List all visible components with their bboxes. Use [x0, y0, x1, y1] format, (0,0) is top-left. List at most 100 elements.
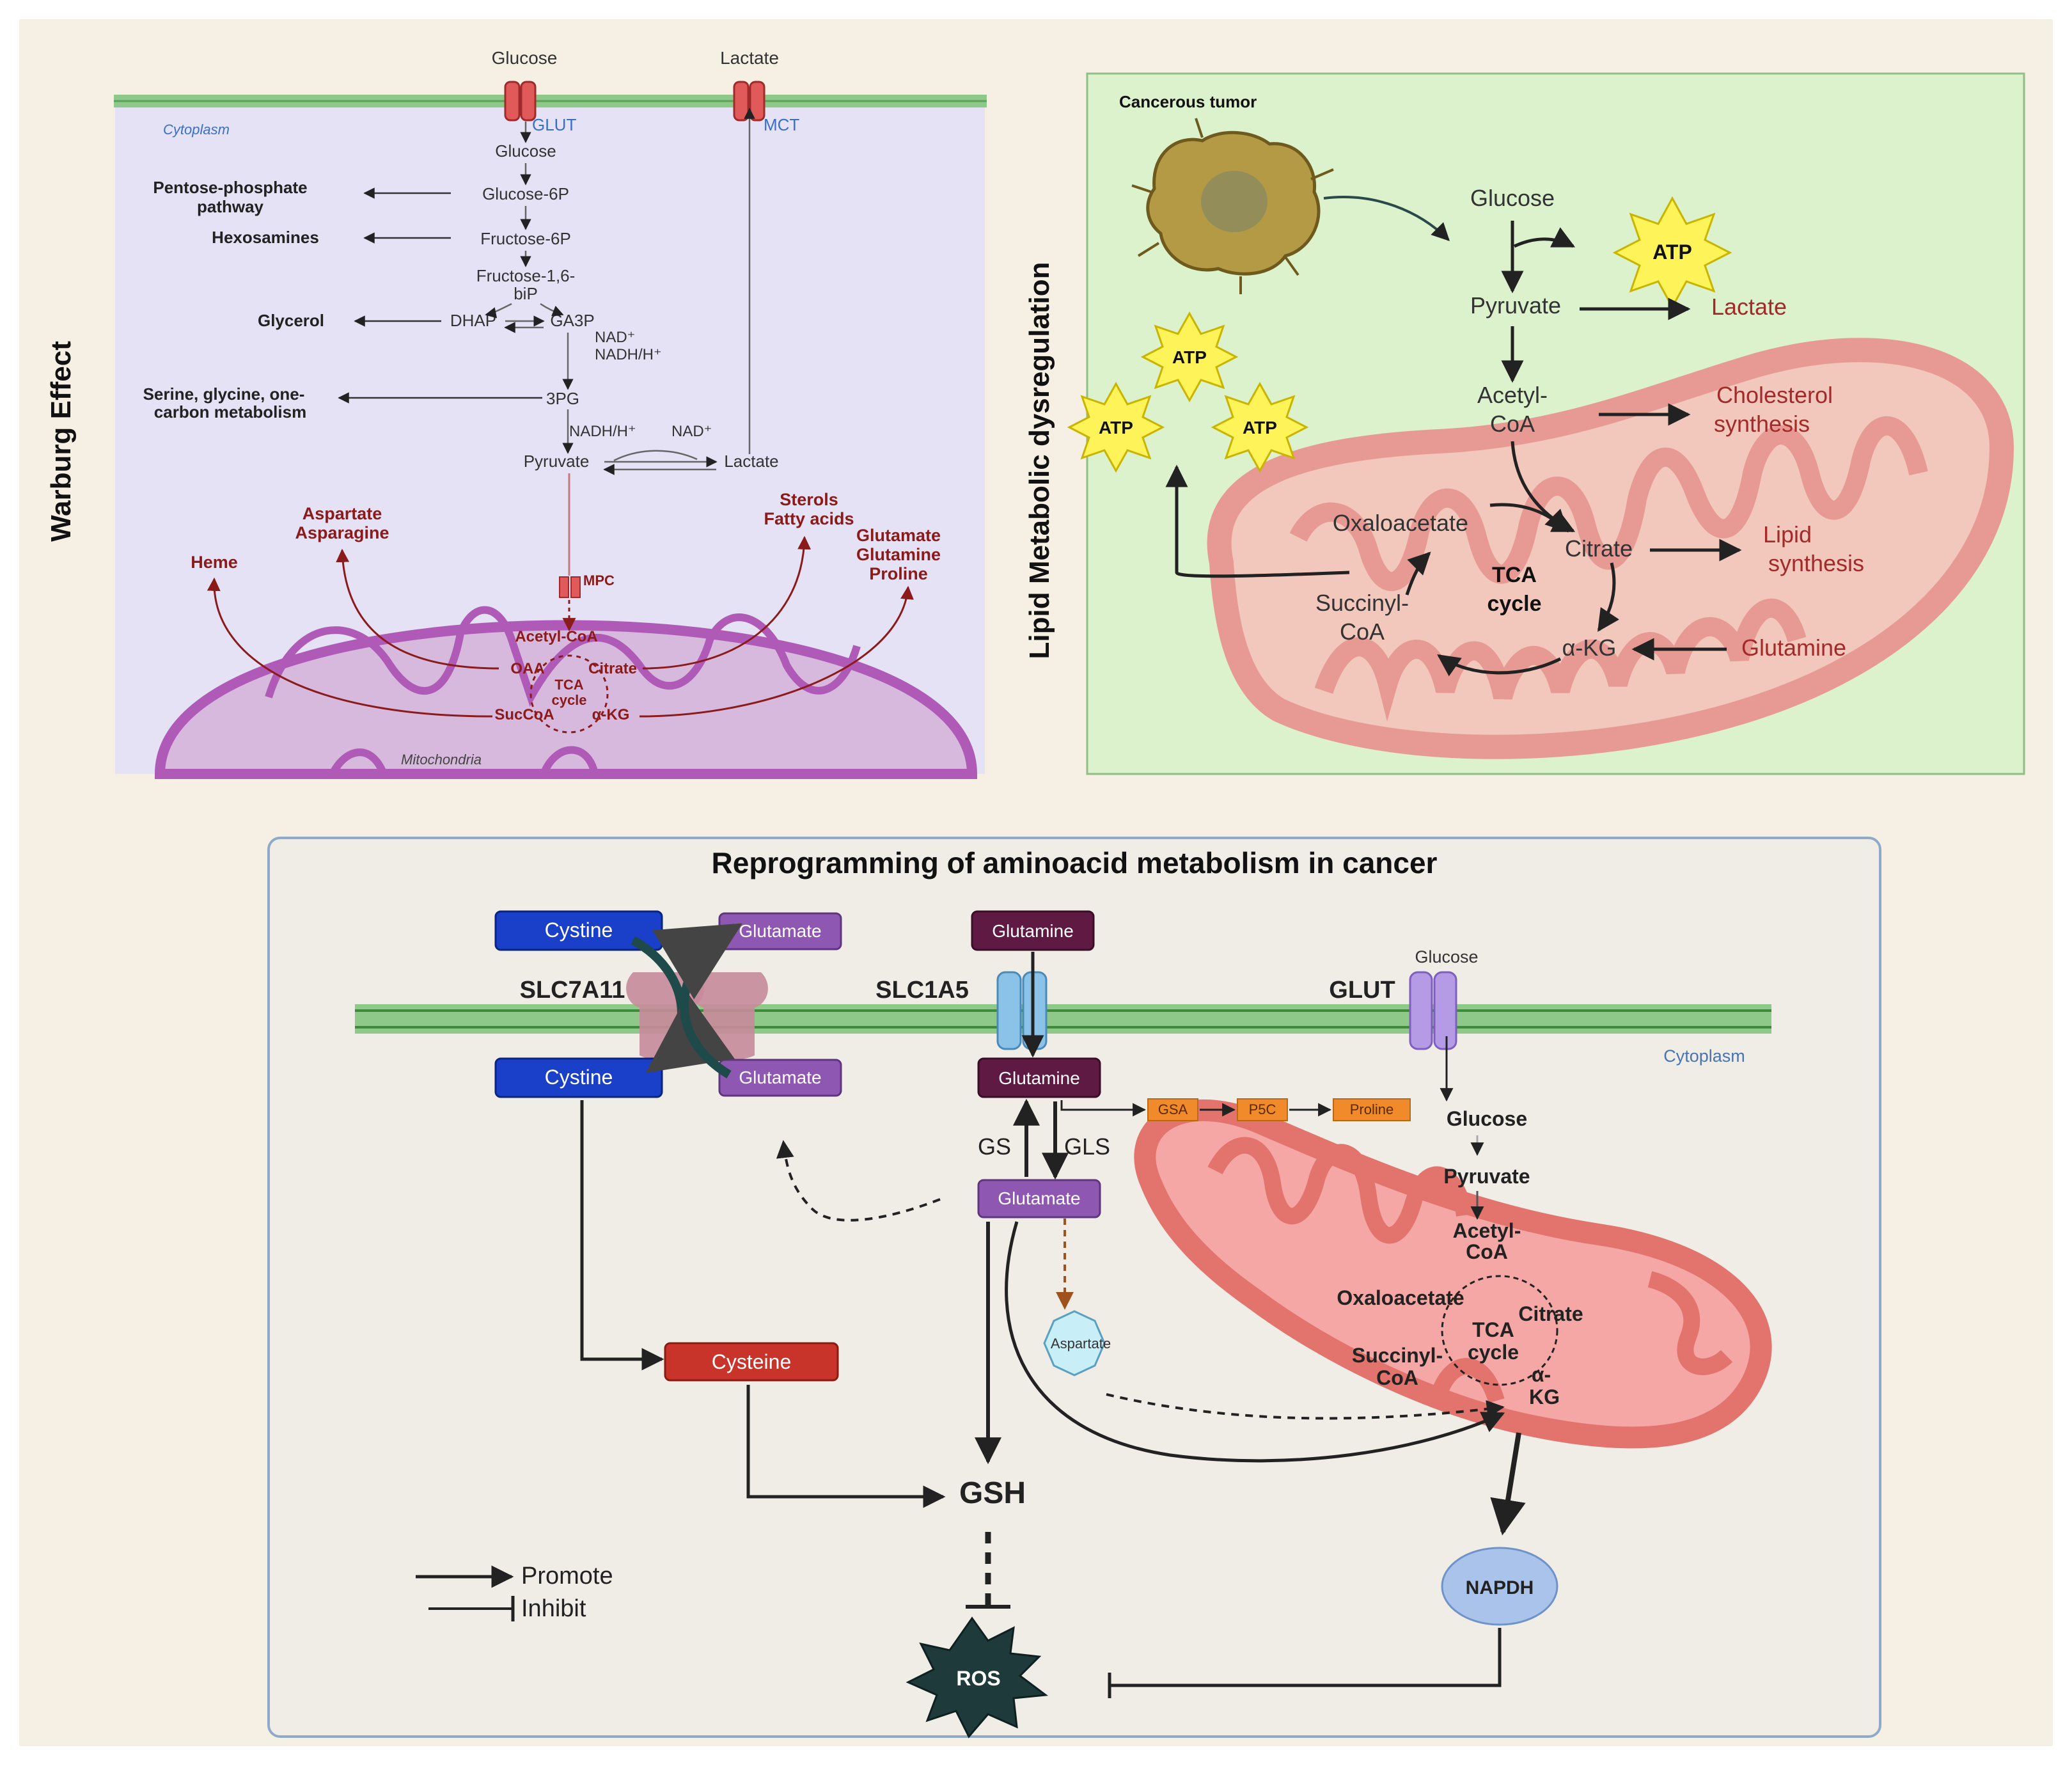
- fructose-bip-line1: Fructose-1,6-: [476, 266, 576, 285]
- amino-acetyl-line1: Acetyl-: [1453, 1219, 1521, 1242]
- nad-plus-label: NAD⁺: [595, 329, 635, 346]
- glut-amino-label: GLUT: [1329, 977, 1395, 1004]
- amino-succinyl-line1: Succinyl-: [1352, 1344, 1443, 1367]
- lipid-acetyl-line2: CoA: [1490, 411, 1535, 437]
- napdh-label: NAPDH: [1466, 1577, 1534, 1598]
- atp-label-2: ATP: [1172, 347, 1207, 367]
- lipid-akg-label: α-KG: [1562, 635, 1617, 661]
- amino-membrane: [355, 1004, 1771, 1034]
- tumor-to-glucose-arrow: [1323, 196, 1450, 241]
- lipid-arrows: [1165, 221, 1742, 677]
- glutamine-label: Glutamine: [856, 545, 941, 564]
- mct-label: MCT: [764, 115, 799, 134]
- tca-label-2: cycle: [551, 692, 586, 708]
- lipid-glutamine-label: Glutamine: [1741, 635, 1846, 661]
- glut-amino-transporter-icon: [1409, 971, 1457, 1050]
- cysteine-to-gsh-arrow: [746, 1385, 946, 1508]
- ppp-line1: Pentose-phosphate: [153, 178, 307, 197]
- amino-tca-line2: cycle: [1468, 1341, 1519, 1364]
- cholesterol-line2: synthesis: [1714, 411, 1810, 437]
- glutamate-middle-box: [977, 1179, 1101, 1218]
- glutamate-outside-label: Glutamate: [739, 921, 821, 941]
- glutamate-inside-box: [718, 1059, 842, 1097]
- glutamate-inside-label: Glutamate: [739, 1068, 821, 1087]
- warburg-tca: Acetyl-CoA OAA Citrate TCA cycle SucCoA …: [494, 628, 637, 723]
- glucose-extracellular-label: Glucose: [492, 48, 558, 68]
- cysteine-box: [664, 1342, 839, 1382]
- akg-label: α-KG: [592, 706, 630, 723]
- lipid-synthesis-line1: Lipid: [1763, 521, 1812, 548]
- lipid-citrate-label: Citrate: [1565, 535, 1633, 562]
- lipid-tca-line2: cycle: [1487, 592, 1541, 616]
- tumor-label: Cancerous tumor: [1119, 92, 1257, 111]
- atp-label-3: ATP: [1099, 418, 1133, 438]
- ros-burst-icon: ROS: [906, 1616, 1048, 1738]
- atp-star-left-right: ATP: [1211, 381, 1309, 473]
- nad-plus-label-2: NAD⁺: [671, 423, 712, 440]
- amino-tca-circle: [1441, 1275, 1558, 1386]
- atp-star-left-bottom: ATP: [1067, 381, 1165, 473]
- lipid-pyruvate-label: Pyruvate: [1470, 292, 1561, 319]
- gs-label: GS: [978, 1133, 1011, 1160]
- glucose-outside-label: Glucose: [1415, 947, 1478, 966]
- slc7a11-label: SLC7A11: [520, 977, 625, 1004]
- amino-citrate-label: Citrate: [1518, 1302, 1583, 1325]
- amino-oxaloacetate-label: Oxaloacetate: [1337, 1286, 1464, 1309]
- ros-label: ROS: [956, 1667, 1000, 1690]
- fructose-bip-line2: biP: [514, 284, 538, 303]
- napdh-ellipse: [1441, 1547, 1558, 1626]
- glutamine-inside-label: Glutamine: [998, 1068, 1080, 1088]
- aspartate-octagon: [1043, 1310, 1106, 1376]
- atp-star-left-top: ATP: [1140, 311, 1239, 403]
- gls-label: GLS: [1064, 1133, 1110, 1160]
- aspartate-to-tca-arrow: [1106, 1393, 1505, 1420]
- tca-cycle-circle: [530, 654, 609, 734]
- amino-title: Reprogramming of aminoacid metabolism in…: [712, 846, 1438, 879]
- p5c-box: [1237, 1098, 1288, 1121]
- cystine-to-cysteine-arrow: [580, 1100, 664, 1371]
- nadh-h-label-2: NADH/H⁺: [569, 423, 636, 440]
- tca-label-1: TCA: [554, 677, 583, 693]
- glucose-6p-label: Glucose-6P: [482, 184, 569, 203]
- glutamate-middle-label: Glutamate: [998, 1188, 1080, 1208]
- slc1a5-label: SLC1A5: [875, 977, 969, 1004]
- cystine-inside-box: [494, 1057, 663, 1098]
- amino-succinyl-line2: CoA: [1376, 1366, 1418, 1389]
- amino-akg-line2: KG: [1529, 1385, 1560, 1408]
- glutamine-outside-label: Glutamine: [992, 921, 1074, 941]
- atp-label-4: ATP: [1243, 418, 1277, 438]
- lactate-label: Lactate: [724, 452, 778, 471]
- serine-line2: carbon metabolism: [154, 402, 306, 422]
- glycolysis-arrows: [485, 107, 755, 475]
- gsa-box: [1147, 1098, 1198, 1121]
- 3pg-label: 3PG: [546, 389, 579, 408]
- gs-gls-arrows: [1013, 1098, 1069, 1180]
- cholesterol-line1: Cholesterol: [1716, 382, 1833, 408]
- warburg-panel: Warburg Effect Glucose Lactate GLUT MCT …: [45, 48, 987, 779]
- lipid-succinyl-line1: Succinyl-: [1315, 590, 1409, 616]
- sterols-label: Sterols: [780, 490, 838, 509]
- p5c-label: P5C: [1249, 1101, 1276, 1117]
- acetyl-coa-label: Acetyl-CoA: [515, 628, 597, 645]
- gsa-label: GSA: [1158, 1101, 1188, 1117]
- lipid-side-title: Lipid Metabolic dysregulation: [1024, 262, 1055, 659]
- lipid-panel: Lipid Metabolic dysregulation Cancerous …: [1024, 72, 2025, 775]
- cytoplasm-label: Cytoplasm: [163, 122, 230, 138]
- glutamate-feedback-arrow: [776, 1140, 941, 1222]
- cysteine-label: Cysteine: [712, 1350, 792, 1373]
- proline-amino-label: Proline: [1350, 1101, 1393, 1117]
- cystine-outside-label: Cystine: [545, 918, 613, 942]
- legend: Promote Inhibit: [416, 1563, 613, 1622]
- biosynthesis-labels: Aspartate Asparagine Sterols Fatty acids…: [191, 490, 941, 583]
- aspartate-label: Aspartate: [302, 504, 382, 523]
- serine-line1: Serine, glycine, one-: [143, 384, 305, 404]
- ppp-line2: pathway: [197, 197, 264, 216]
- glutamate-label: Glutamate: [856, 526, 941, 545]
- lipid-succinyl-line2: CoA: [1340, 619, 1385, 645]
- antiporter-arrows: [631, 923, 742, 1078]
- legend-inhibit-label: Inhibit: [521, 1595, 586, 1622]
- branch-arrows: [338, 187, 542, 404]
- glutamate-to-akg-arrow: [1005, 1221, 1505, 1463]
